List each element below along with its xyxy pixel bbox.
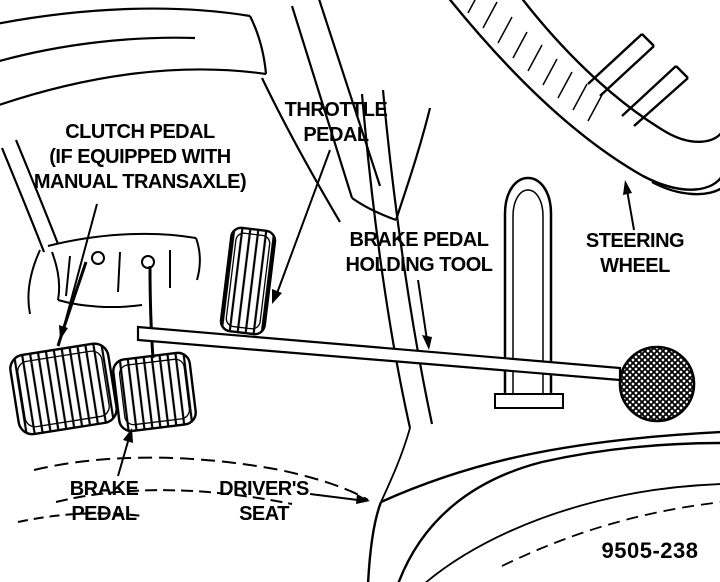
steering-wheel-label-line1: STEERING: [586, 230, 684, 252]
holding-tool-hook: [503, 176, 553, 400]
clutch-pedal-label-line3: MANUAL TRANSAXLE): [34, 171, 246, 193]
brake-pedal-drawing: [112, 351, 197, 433]
leader-arrows: [59, 149, 635, 504]
drivers-seat-drawing: [366, 427, 720, 582]
throttle-arrow: [275, 149, 331, 297]
holding-tool-knob: [618, 345, 696, 423]
holding-tool-base: [494, 393, 564, 409]
holding-tool-drawing: [136, 176, 696, 423]
holding-tool-arrow: [417, 279, 428, 341]
steering-wheel: [448, 0, 720, 196]
steering-column: [261, 0, 434, 429]
clutch-pedal-drawing: [9, 342, 118, 436]
holding-tool-rod: [136, 325, 622, 382]
holding-tool-label-line1: BRAKE PEDAL: [350, 229, 489, 251]
clutch-pedal-label-line1: CLUTCH PEDAL: [65, 121, 215, 143]
steering-wheel-label-line2: WHEEL: [600, 255, 670, 277]
steering-wheel-rim-hatch: [467, 0, 603, 122]
drivers-seat-label-line1: DRIVER'S: [219, 478, 309, 500]
throttle-pedal-label-line2: PEDAL: [303, 124, 369, 146]
figure-number: 9505-238: [602, 538, 699, 563]
floor-contour: [17, 456, 369, 523]
steering-wheel-arrow: [626, 189, 635, 231]
brake-pedal-label-line1: BRAKE: [70, 478, 139, 500]
brake-pedal-arrow: [117, 437, 130, 477]
labels: CLUTCH PEDAL (IF EQUIPPED WITH MANUAL TR…: [34, 99, 699, 563]
drivers-seat-label-line2: SEAT: [239, 503, 289, 525]
brake-pedal-label-line2: PEDAL: [71, 503, 137, 525]
throttle-pedal-drawing: [219, 226, 277, 336]
drivers-seat-arrow: [309, 493, 359, 501]
holding-tool-label-line2: HOLDING TOOL: [346, 254, 493, 276]
throttle-pedal-label-line1: THROTTLE: [285, 99, 388, 121]
clutch-pedal-label-line2: (IF EQUIPPED WITH: [49, 146, 231, 168]
clutch-arrow: [62, 203, 98, 331]
dashboard-lines: [0, 7, 268, 253]
